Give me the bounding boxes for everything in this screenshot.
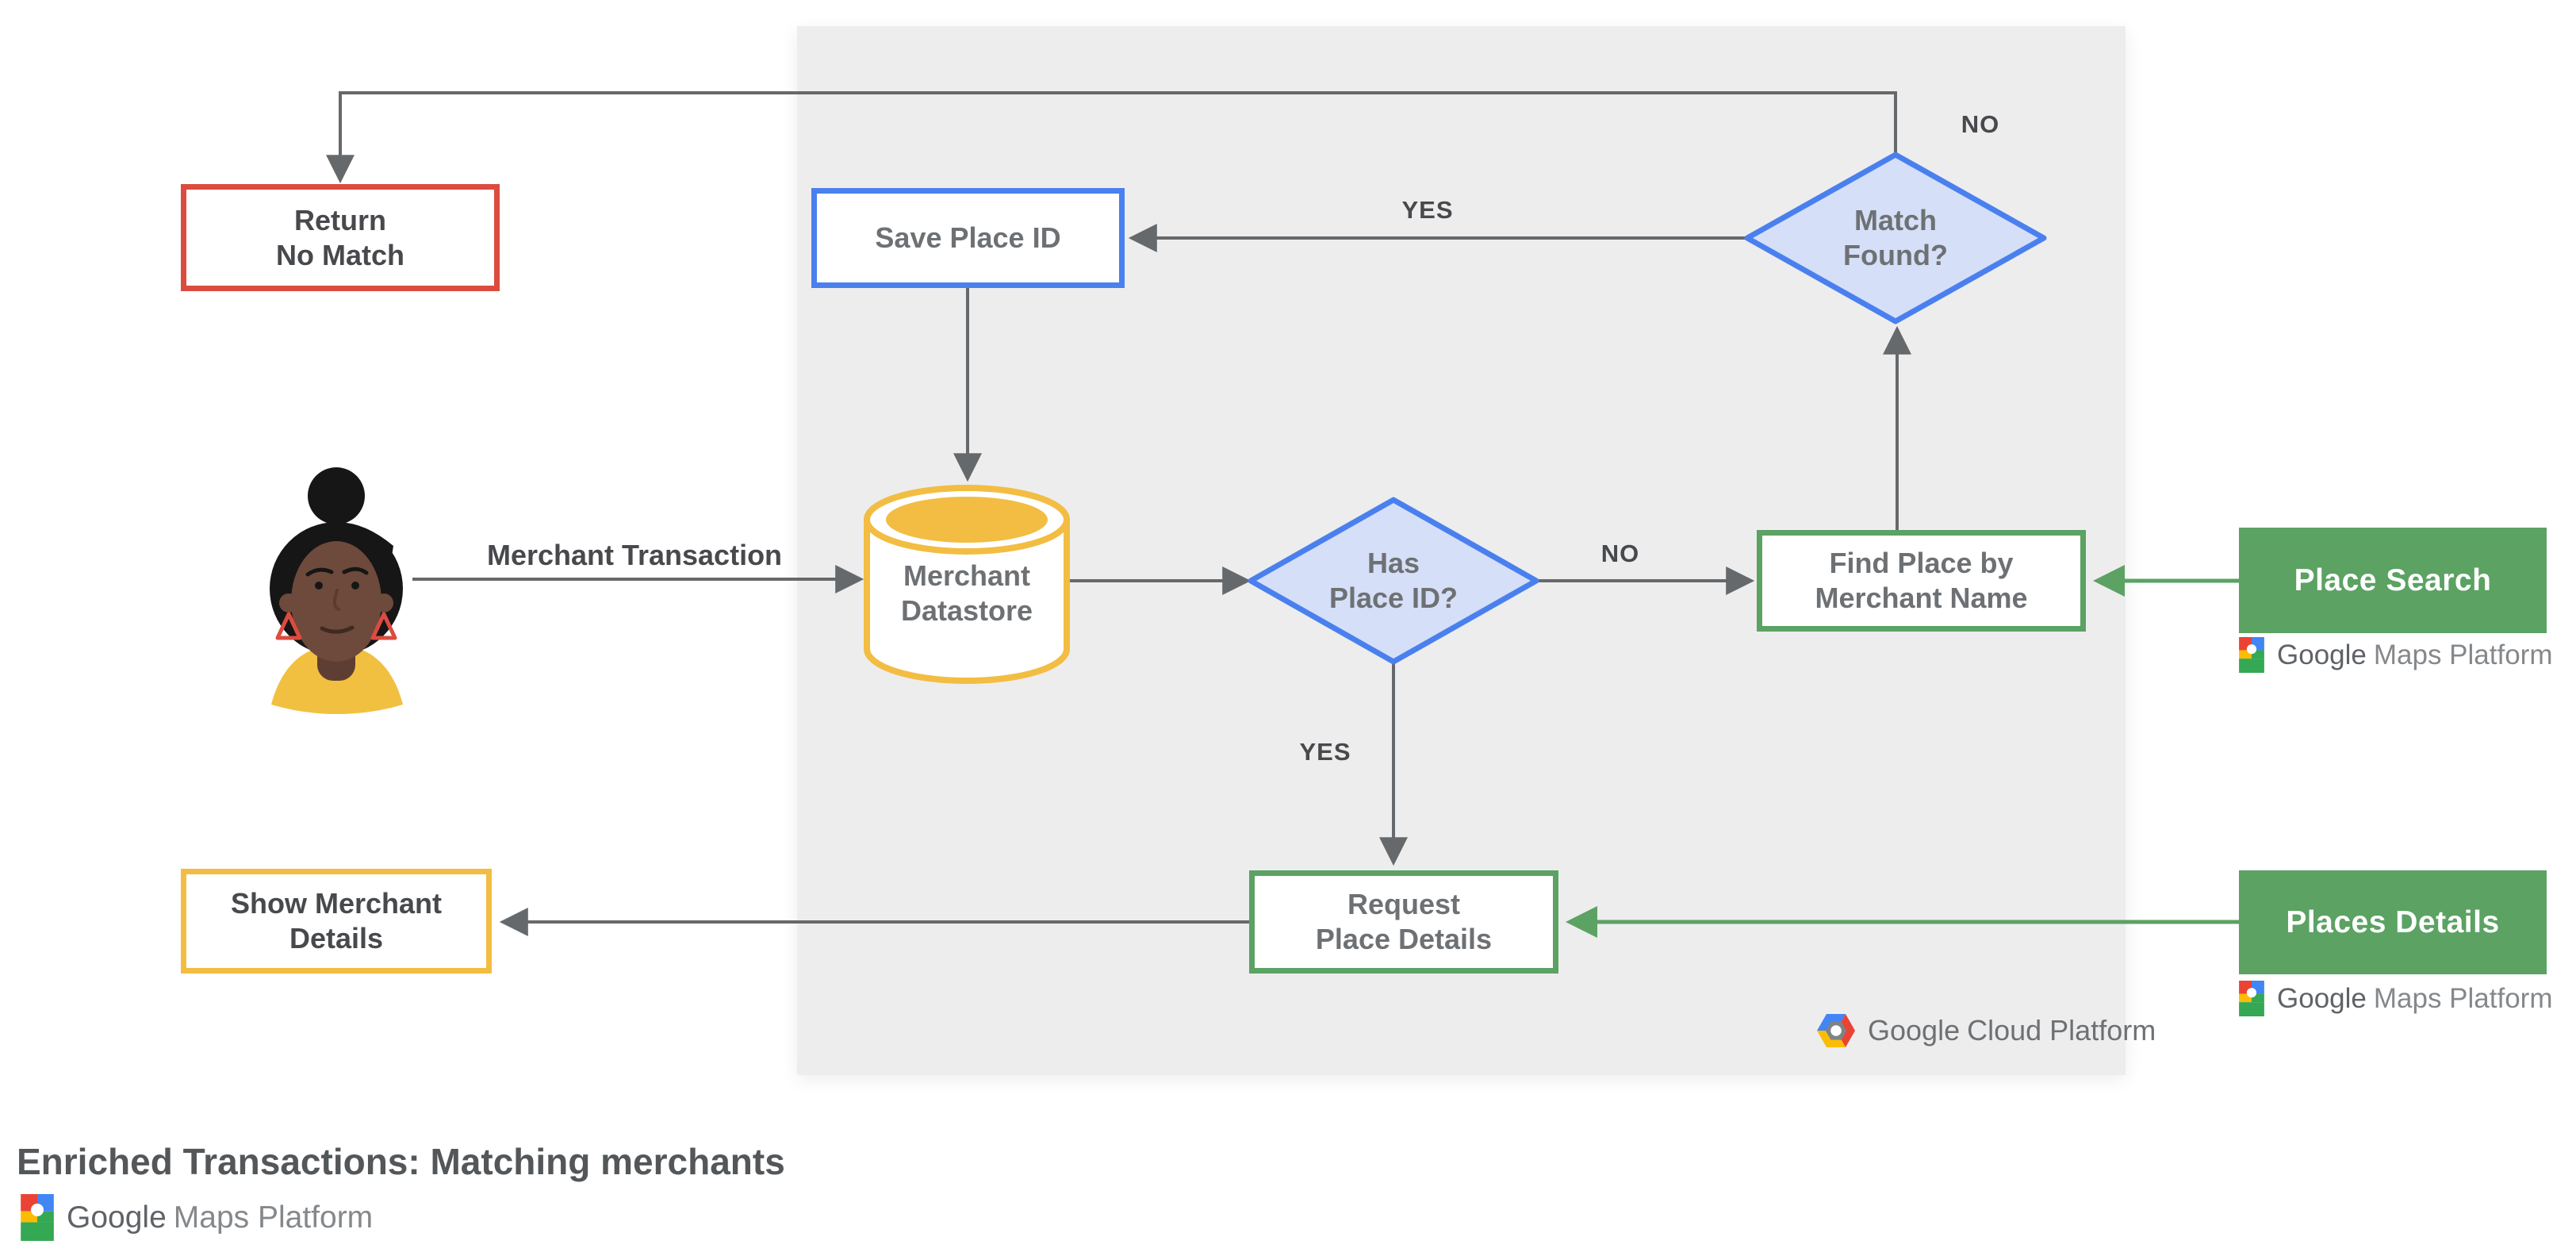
maps-pin-icon	[2239, 981, 2264, 1016]
match-found-label: Match Found?	[1843, 204, 1948, 271]
show-merchant-details-node: Show Merchant Details	[181, 869, 492, 974]
match-found-no-label: NO	[1961, 110, 2000, 138]
diagram-title: Enriched Transactions: Matching merchant…	[17, 1141, 785, 1182]
wordmark-google: Google	[67, 1200, 167, 1235]
wordmark-google: Google	[2277, 639, 2367, 670]
merchant-transaction-label: Merchant Transaction	[486, 539, 783, 571]
wordmark-google: Google	[1868, 1014, 1961, 1047]
has-place-id-no-label: NO	[1600, 540, 1640, 567]
maps-pin-icon	[2239, 637, 2264, 673]
has-place-id-label: Has Place ID?	[1328, 547, 1459, 614]
wordmark-maps-platform: Maps Platform	[2373, 639, 2553, 670]
cloud-hexagon-icon	[1817, 1014, 1855, 1047]
match-found-yes-label: YES	[1401, 196, 1454, 224]
person-avatar	[270, 467, 403, 714]
wordmark-google: Google	[2277, 982, 2367, 1014]
find-place-by-merchant-name-node: Find Place by Merchant Name	[1757, 530, 2086, 632]
places-details-api-node: Places Details	[2239, 870, 2547, 974]
maps-pin-icon	[21, 1194, 54, 1241]
request-place-details-node: Request Place Details	[1249, 870, 1558, 974]
wordmark-cloud-platform: Cloud Platform	[1967, 1014, 2156, 1047]
merchant-datastore-label: Merchant Datastore	[900, 559, 1033, 627]
place-search-api-node: Place Search	[2239, 528, 2547, 633]
return-no-match-node: Return No Match	[181, 184, 500, 291]
wordmark-maps-platform: Maps Platform	[2373, 982, 2553, 1014]
save-place-id-node: Save Place ID	[811, 188, 1125, 288]
wordmark-maps-platform: Maps Platform	[173, 1200, 374, 1235]
has-place-id-yes-label: YES	[1299, 738, 1351, 766]
